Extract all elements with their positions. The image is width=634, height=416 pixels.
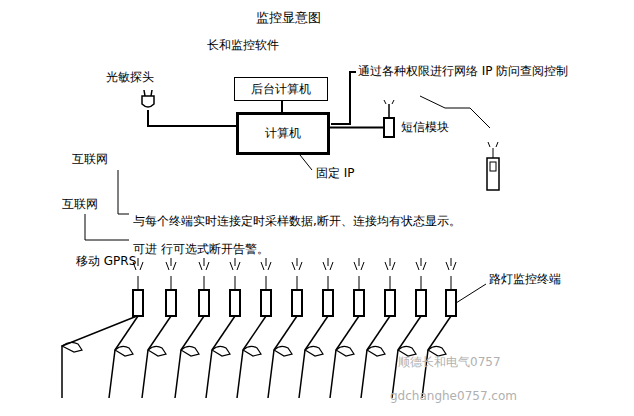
monitor-terminal xyxy=(354,290,364,316)
monitor-terminal xyxy=(133,290,143,316)
monitor-terminal xyxy=(166,290,176,316)
monitor-terminal xyxy=(416,290,426,316)
lamp-head xyxy=(305,346,323,356)
node-label: 短信模块 xyxy=(401,120,449,134)
lamp-head xyxy=(62,342,82,352)
terminal-unit xyxy=(175,258,209,398)
lamp-pole xyxy=(361,350,367,398)
monitor-terminal xyxy=(323,290,333,316)
internet-label: 互联网 xyxy=(62,197,98,211)
terminal-unit xyxy=(206,258,240,398)
monitor-terminal xyxy=(292,290,302,316)
lamp-head xyxy=(148,346,166,356)
lamp-head xyxy=(115,346,133,356)
terminal-unit xyxy=(392,258,426,398)
lamp-pole xyxy=(330,350,336,398)
lamp-head xyxy=(274,346,292,356)
callout-line xyxy=(331,72,356,124)
lamp-head xyxy=(212,346,230,356)
node-label: 计算机 xyxy=(265,126,301,140)
monitor-terminal xyxy=(199,290,209,316)
internet-leader xyxy=(85,214,129,240)
sensor-label: 光敏探头 xyxy=(106,70,154,84)
lamp-pole xyxy=(142,350,148,398)
lamp-pole xyxy=(175,350,181,398)
gprs-label: 移动 GPRS xyxy=(76,254,136,268)
lamp-head xyxy=(243,346,261,356)
diagram-title: 监控显意图 xyxy=(256,10,321,26)
server-box: 后台计算机 xyxy=(234,77,328,101)
monitor-terminal xyxy=(446,290,456,316)
terminal-unit xyxy=(330,258,364,398)
connector-line xyxy=(281,101,283,112)
internet-leader xyxy=(118,170,129,214)
monitor-terminal xyxy=(385,290,395,316)
lamp-pole xyxy=(299,350,305,398)
lamp-head xyxy=(336,346,354,356)
ip-leader xyxy=(300,155,312,170)
terminal-unit xyxy=(299,258,333,398)
node-label: 后台计算机 xyxy=(251,82,311,96)
lamp-pole xyxy=(206,350,212,398)
terminal-leader xyxy=(456,284,486,303)
connector-line xyxy=(330,127,383,129)
lamp-head xyxy=(367,346,385,356)
terminal-unit xyxy=(422,258,456,398)
terminal-label: 路灯监控终端 xyxy=(489,272,561,286)
lamp-pole xyxy=(62,316,137,398)
ip-label: 固定 IP xyxy=(316,166,355,180)
sms-module: 短信模块 xyxy=(383,117,395,138)
sensor-icon xyxy=(142,96,154,107)
terminal-unit xyxy=(109,258,143,398)
terminal-unit xyxy=(237,258,271,398)
lamp-pole xyxy=(237,350,243,398)
lamp-head xyxy=(428,346,446,356)
terminal-unit xyxy=(361,258,395,398)
monitor-terminal xyxy=(261,290,271,316)
note-text: 与每个终端实时连接定时采样数据,断开、连接均有状态显示。可进 行可选式断开告警。 xyxy=(133,207,463,263)
watermark: gdchanghe0757.com xyxy=(390,389,517,403)
lamp-head xyxy=(181,346,199,356)
terminal-unit xyxy=(268,258,302,398)
internet-label: 互联网 xyxy=(72,152,108,166)
sensor-wire xyxy=(148,110,236,126)
terminal-unit xyxy=(142,258,176,398)
mobile-phone xyxy=(487,158,499,190)
watermark: 顺德长和电气0757 xyxy=(398,355,501,369)
software-name: 长和监控软件 xyxy=(207,38,279,52)
note-text: 通过各种权限进行网络 IP 防问查阅控制 xyxy=(358,64,568,78)
lamp-head xyxy=(398,346,416,356)
lamp-pole xyxy=(109,350,115,398)
monitor-terminal xyxy=(230,290,240,316)
lamp-pole xyxy=(268,350,274,398)
computer-box: 计算机 xyxy=(236,112,330,155)
